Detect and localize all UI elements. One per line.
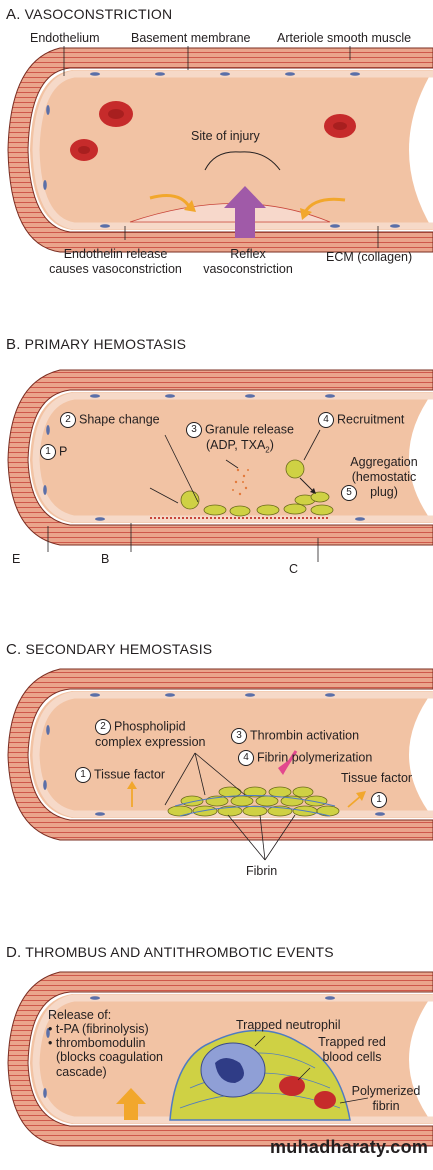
label-trapped-neutrophil: Trapped neutrophil bbox=[236, 1018, 341, 1032]
ecm-arrow bbox=[303, 197, 346, 213]
label-thrombomodulin: • thrombomodulin bbox=[48, 1036, 146, 1050]
platelets bbox=[180, 459, 334, 517]
red-blood-cells bbox=[70, 101, 356, 161]
step-1-right: 1 bbox=[371, 792, 390, 808]
label-trapped-rbc: Trapped red blood cells bbox=[318, 1035, 386, 1064]
label-e: E bbox=[12, 552, 21, 566]
label-tpa: • t-PA (fibrinolysis) bbox=[48, 1022, 149, 1036]
label-release-of: Release of: bbox=[48, 1008, 112, 1022]
panel-vasoconstriction: A. VASOCONSTRICTION bbox=[0, 0, 433, 290]
panel-a-title: A. VASOCONSTRICTION bbox=[6, 6, 173, 23]
label-tissue-factor-right: Tissue factor bbox=[341, 771, 413, 785]
trapped-rbc bbox=[279, 1076, 305, 1096]
label-basement-membrane: Basement membrane bbox=[131, 31, 251, 45]
panel-primary-hemostasis: B. PRIMARY HEMOSTASIS bbox=[0, 330, 433, 620]
label-smooth-muscle: Arteriole smooth muscle bbox=[277, 31, 412, 45]
vessel-a-illustration bbox=[7, 46, 433, 253]
label-reflex: Reflex vasoconstriction bbox=[203, 247, 293, 276]
fibrin-strands bbox=[174, 795, 336, 807]
vessel-d-illustration bbox=[7, 971, 433, 1147]
label-c: C bbox=[289, 562, 299, 576]
release-arrow bbox=[116, 1088, 146, 1120]
label-fibrin: Fibrin bbox=[246, 864, 278, 878]
reflex-arrow bbox=[224, 186, 266, 238]
label-endothelin: Endothelin release causes vasoconstricti… bbox=[49, 247, 182, 276]
panel-secondary-hemostasis: C. SECONDARY HEMOSTASIS bbox=[0, 635, 433, 890]
label-blocks-coagulation: (blocks coagulation cascade) bbox=[56, 1050, 164, 1079]
label-b: B bbox=[101, 552, 110, 566]
label-polymerized-fibrin: Polymerized fibrin bbox=[351, 1084, 421, 1113]
watermark: muhadharaty.com bbox=[270, 1137, 429, 1157]
endothelial-nuclei bbox=[43, 72, 400, 228]
panel-b-title: B. PRIMARY HEMOSTASIS bbox=[6, 336, 187, 353]
vessel-c-illustration bbox=[7, 668, 433, 861]
label-ecm: ECM (collagen) bbox=[326, 250, 413, 264]
panel-thrombus: D. THROMBUS AND ANTITHROMBOTIC EVENTS bbox=[0, 938, 433, 1170]
granules bbox=[232, 468, 249, 496]
label-endothelium: Endothelium bbox=[30, 31, 100, 45]
panel-d-title: D. THROMBUS AND ANTITHROMBOTIC EVENTS bbox=[6, 944, 334, 961]
panel-c-title: C. SECONDARY HEMOSTASIS bbox=[6, 641, 213, 658]
label-site-of-injury: Site of injury bbox=[191, 129, 260, 143]
